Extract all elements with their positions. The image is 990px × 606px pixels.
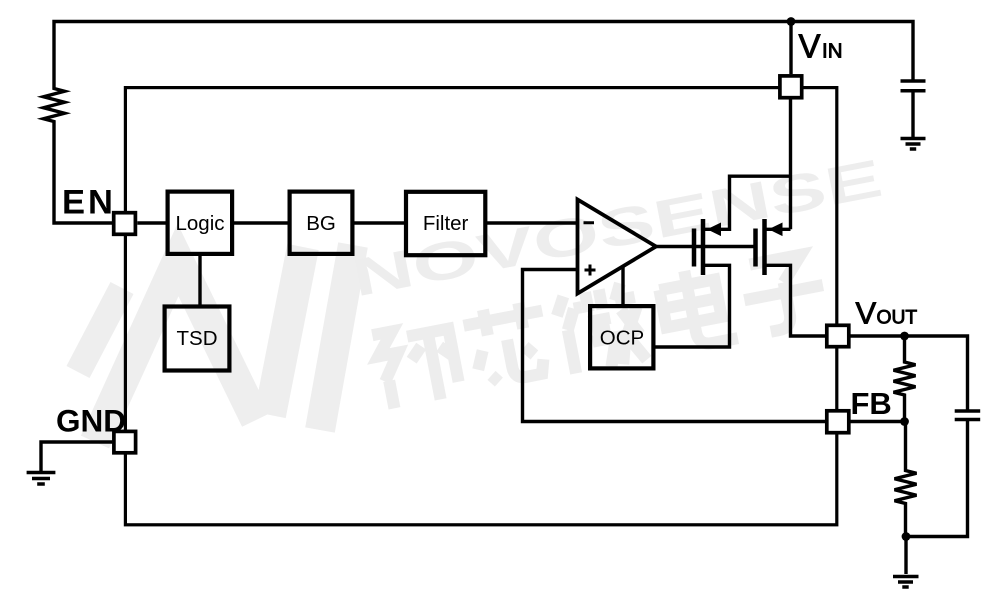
svg-text:V: V xyxy=(799,27,821,64)
svg-text:IN: IN xyxy=(822,39,843,62)
svg-text:FB: FB xyxy=(851,386,892,421)
svg-text:Logic: Logic xyxy=(175,212,224,235)
svg-text:TSD: TSD xyxy=(177,327,218,350)
svg-text:GND: GND xyxy=(56,403,126,439)
svg-text:V: V xyxy=(856,295,877,330)
svg-text:BG: BG xyxy=(306,212,336,235)
svg-text:EN: EN xyxy=(62,183,116,221)
svg-text:OUT: OUT xyxy=(877,307,918,328)
svg-text:Filter: Filter xyxy=(423,212,469,235)
svg-text:OCP: OCP xyxy=(600,327,644,350)
